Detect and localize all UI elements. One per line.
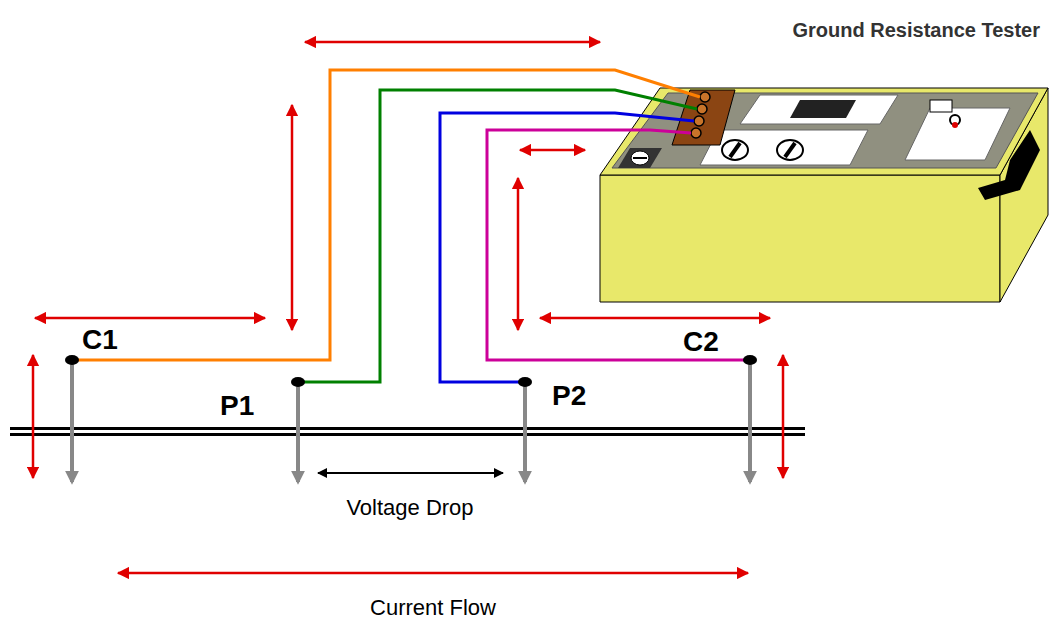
test-leads <box>72 70 750 382</box>
flow-label: Voltage Drop <box>346 497 473 519</box>
stake-dots <box>65 355 757 387</box>
electrode-label: P1 <box>220 392 254 420</box>
electrode-label: C2 <box>683 328 719 356</box>
length-arrows <box>33 42 783 573</box>
tester-box <box>600 88 1048 302</box>
electrode-label: P2 <box>552 382 586 410</box>
electrode-label: C1 <box>82 326 118 354</box>
flow-label: Current Flow <box>370 597 496 619</box>
device-title: Ground Resistance Tester <box>793 20 1040 40</box>
ground-line <box>10 427 805 436</box>
ground-stakes <box>72 360 750 482</box>
voltage-drop-arrow <box>318 472 503 474</box>
